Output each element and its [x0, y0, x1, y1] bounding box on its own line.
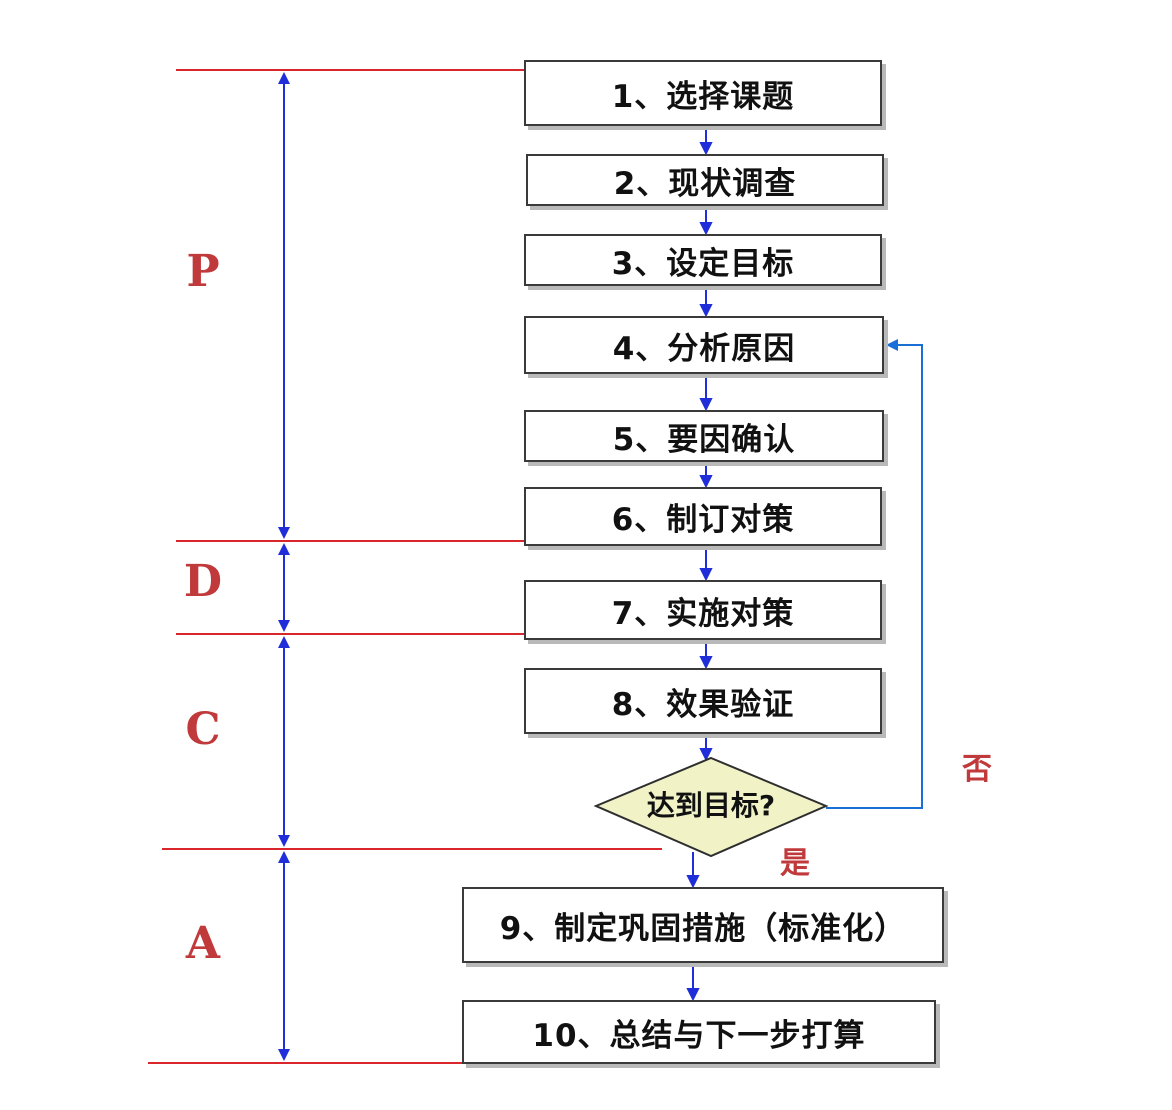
phase-label-p: P — [186, 246, 220, 297]
step-4-box: 4、分析原因 — [524, 316, 884, 374]
step-2-box: 2、现状调查 — [526, 154, 884, 206]
step-10-box: 10、总结与下一步打算 — [462, 1000, 936, 1064]
phase-label-a: A — [185, 918, 221, 969]
step-5-box: 5、要因确认 — [524, 410, 884, 462]
loop-back-arrowhead — [886, 339, 898, 351]
step-1-box: 1、选择课题 — [524, 60, 882, 126]
step-9-box: 9、制定巩固措施（标准化） — [462, 887, 944, 963]
decision-no-label: 否 — [962, 752, 992, 787]
step-7-box: 7、实施对策 — [524, 580, 882, 640]
phase-label-d: D — [183, 556, 223, 607]
phase-bracket-d — [278, 543, 290, 632]
decision-yes-label: 是 — [780, 846, 810, 881]
phase-bracket-a — [278, 851, 290, 1061]
phase-bracket-c — [278, 636, 290, 847]
phase-label-c: C — [185, 704, 221, 755]
flow-arrows — [686, 127, 713, 1002]
step-6-box: 6、制订对策 — [524, 487, 882, 546]
decision-question: 达到目标? — [646, 789, 776, 822]
loop-back-line — [826, 344, 923, 809]
step-3-box: 3、设定目标 — [524, 234, 882, 286]
phase-bracket-p — [278, 72, 290, 539]
decision-diamond — [593, 756, 829, 858]
step-8-box: 8、效果验证 — [524, 668, 882, 734]
